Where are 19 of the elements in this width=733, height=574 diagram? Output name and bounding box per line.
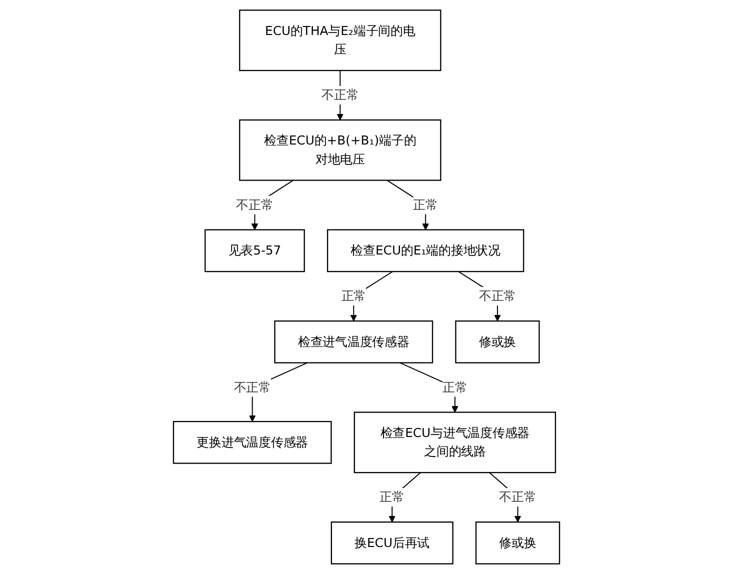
node-box: ECU的THA与E₂端子间的电压 xyxy=(239,10,442,72)
node-box: 检查ECU的E₁端的接地状况 xyxy=(326,229,524,272)
edge-label: 正常 xyxy=(341,288,366,304)
edge-label: 不正常 xyxy=(234,380,271,394)
edge-label: 不正常 xyxy=(478,288,516,304)
node-box: 检查进气温度传感器 xyxy=(274,320,434,364)
node-box: 修或换 xyxy=(475,521,560,564)
node-box: 检查ECU与进气温度传感器之间的线路 xyxy=(354,412,556,474)
node-box: 见表5-57 xyxy=(204,229,305,272)
node-box: 更换进气温度传感器 xyxy=(172,420,332,464)
edge-label: 正常 xyxy=(442,380,468,394)
node-box: 检查ECU的+B(+B₁)端子的对地电压 xyxy=(239,119,442,181)
node-box: 修或换 xyxy=(455,320,540,364)
edge-label: 不正常 xyxy=(322,88,359,102)
edge-label: 不正常 xyxy=(236,197,274,212)
edge-label: 正常 xyxy=(380,490,404,504)
edge-label: 正常 xyxy=(413,197,438,212)
node-box: 换ECU后再试 xyxy=(330,521,454,564)
edge-label: 不正常 xyxy=(499,490,536,504)
